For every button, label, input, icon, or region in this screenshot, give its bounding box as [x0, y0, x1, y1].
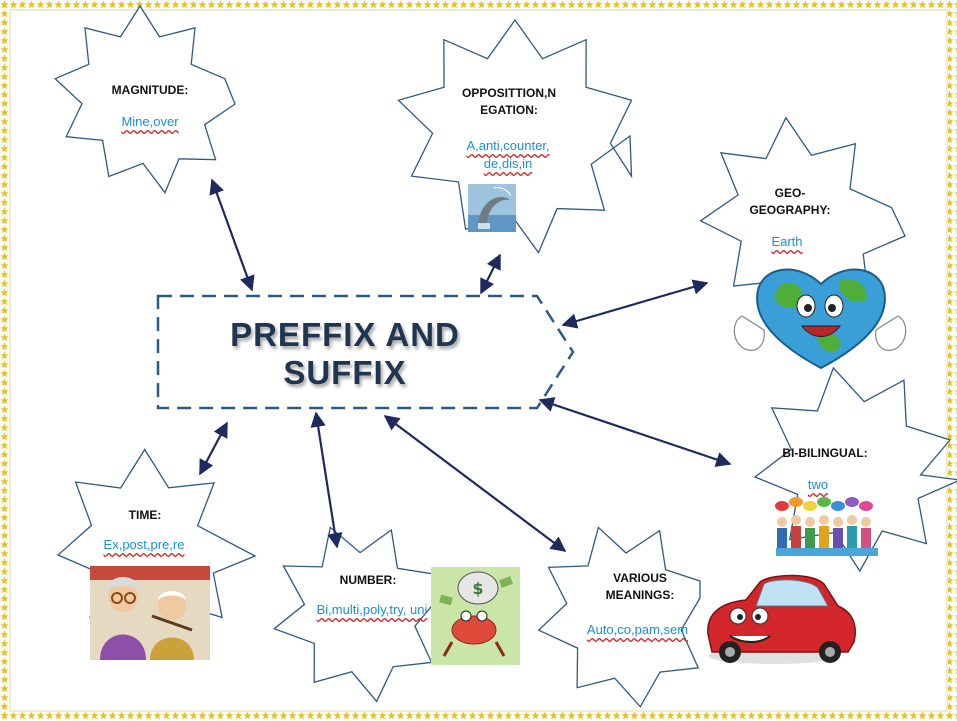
red-car-picture [707, 574, 856, 664]
number-label: NUMBER: [339, 573, 397, 587]
bilingual-examples: two [807, 477, 829, 492]
opposition-examples: A,anti,counter, de,dis,in [466, 138, 550, 171]
various-examples: Auto,co,pam,sem [586, 622, 689, 637]
geo-examples: Earth [771, 234, 803, 249]
geo-label: GEO- GEOGRAPHY: [749, 186, 831, 217]
various-star [537, 526, 701, 708]
arrow-bilingual [538, 397, 732, 467]
svg-text:$: $ [472, 579, 483, 598]
opposition-label: OPPOSITTION,N EGATION: [461, 86, 556, 117]
magnitude-star [54, 4, 236, 195]
magnitude-label: MAGNITUDE: [111, 83, 189, 97]
old-couple-picture [90, 566, 210, 660]
arrow-opposition [480, 253, 501, 295]
magnitude-examples: Mine,over [121, 114, 179, 129]
arrows [199, 178, 732, 552]
central-title: PREFFIX AND SUFFIX [230, 316, 460, 391]
money-cartoon-picture: $ [431, 567, 520, 665]
dolphin-picture [468, 184, 516, 232]
time-label: TIME: [128, 508, 162, 522]
arrow-time [199, 421, 228, 476]
various-label: VARIOUS MEANINGS: [605, 571, 675, 602]
bilingual-label: BI-BILINGUAL: [782, 446, 868, 460]
arrow-magnitude [209, 178, 255, 292]
speech-bubbles-picture [775, 497, 878, 556]
opposition-star [397, 18, 633, 254]
number-examples: Bi,multi,poly,try, uni [316, 602, 428, 617]
arrow-number [310, 411, 343, 549]
earth-heart-picture [733, 268, 907, 370]
central-shape [156, 294, 575, 410]
time-examples: Ex,post,pre,re [103, 537, 185, 552]
arrow-geo [561, 279, 709, 329]
arrow-various [383, 415, 567, 552]
